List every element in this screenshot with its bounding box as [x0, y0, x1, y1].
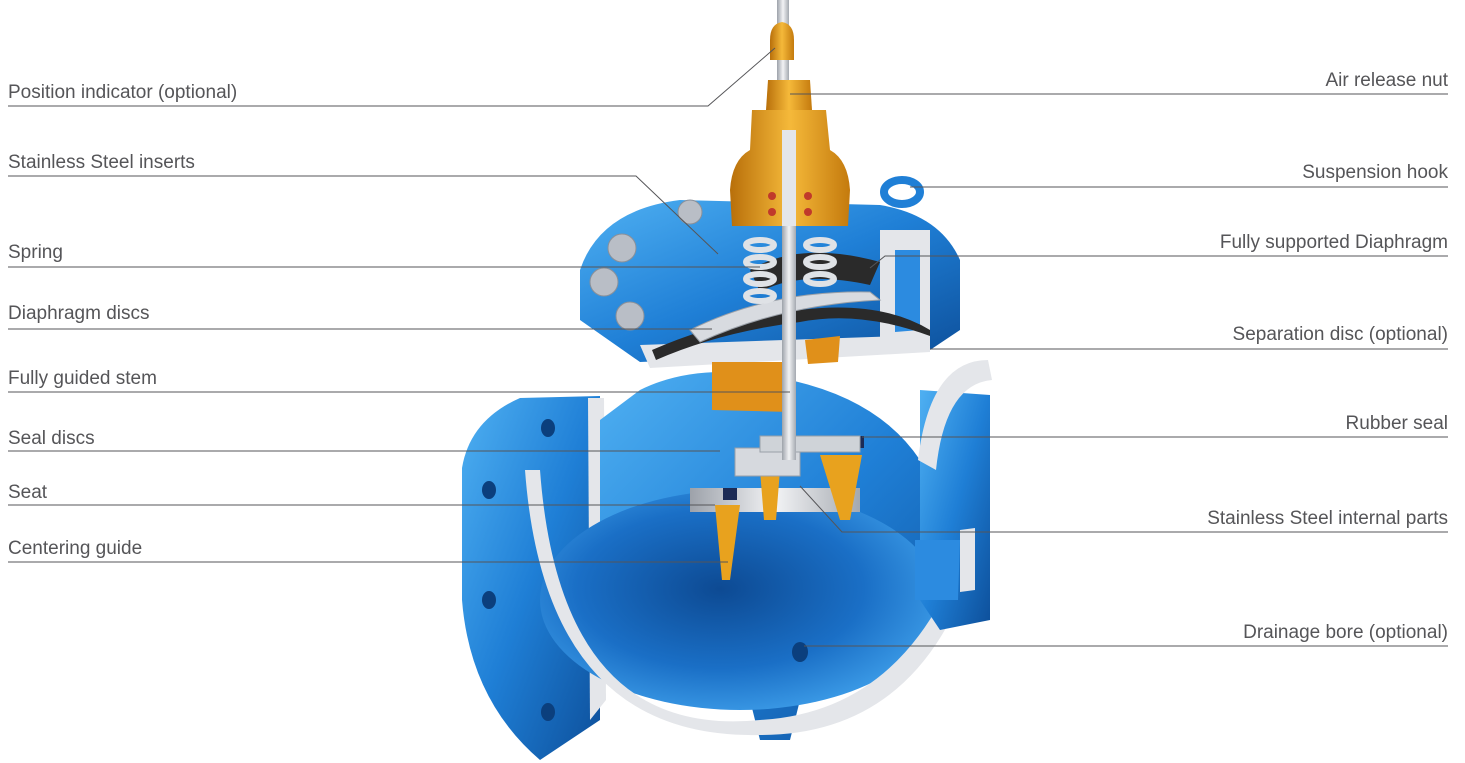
drainage-bore-hole: [792, 642, 808, 662]
cover-bolt: [677, 199, 703, 225]
stem-assembly: [730, 0, 850, 460]
label-rubber-seal: Rubber seal: [1345, 413, 1448, 434]
label-centering-guide: Centering guide: [8, 538, 143, 559]
leader-position-indicator: [8, 47, 776, 107]
spring-graphic: [743, 237, 837, 304]
cover-bolt: [589, 267, 619, 297]
stem-graphic: [782, 150, 796, 460]
label-spring: Spring: [8, 242, 63, 263]
bolt-hole: [541, 703, 555, 721]
label-air-release-nut: Air release nut: [1325, 70, 1448, 91]
air-release-nut-graphic: [766, 80, 812, 110]
label-fully-supported-diaphragm: Fully supported Diaphragm: [1219, 232, 1448, 253]
label-position-indicator: Position indicator (optional): [8, 82, 238, 103]
centering-guide-graphic: [715, 505, 740, 580]
label-drainage-bore: Drainage bore (optional): [1243, 622, 1448, 643]
suspension-hook-graphic: [880, 176, 924, 208]
label-stainless-steel-internal-parts: Stainless Steel internal parts: [1207, 508, 1448, 529]
cover-bolt: [607, 233, 637, 263]
diaphragm-assembly: [652, 237, 930, 580]
bolt-hole: [482, 591, 496, 609]
leader-stainless-steel-internal-parts: [799, 485, 1448, 533]
label-diaphragm-discs: Diaphragm discs: [8, 303, 150, 324]
bolt-hole: [541, 419, 555, 437]
position-indicator-cap: [770, 22, 794, 60]
leader-fully-supported-diaphragm: [869, 255, 1448, 269]
leader-stainless-steel-inserts: [8, 175, 719, 255]
label-stainless-steel-inserts: Stainless Steel inserts: [8, 152, 195, 173]
label-fully-guided-stem: Fully guided stem: [8, 368, 157, 389]
valve-body: [525, 254, 992, 740]
label-seat: Seat: [8, 482, 48, 503]
label-separation-disc: Separation disc (optional): [1232, 324, 1448, 345]
cover-bolt: [615, 301, 645, 331]
label-suspension-hook: Suspension hook: [1302, 162, 1448, 183]
label-seal-discs: Seal discs: [8, 428, 95, 449]
bolt-hole: [482, 481, 496, 499]
